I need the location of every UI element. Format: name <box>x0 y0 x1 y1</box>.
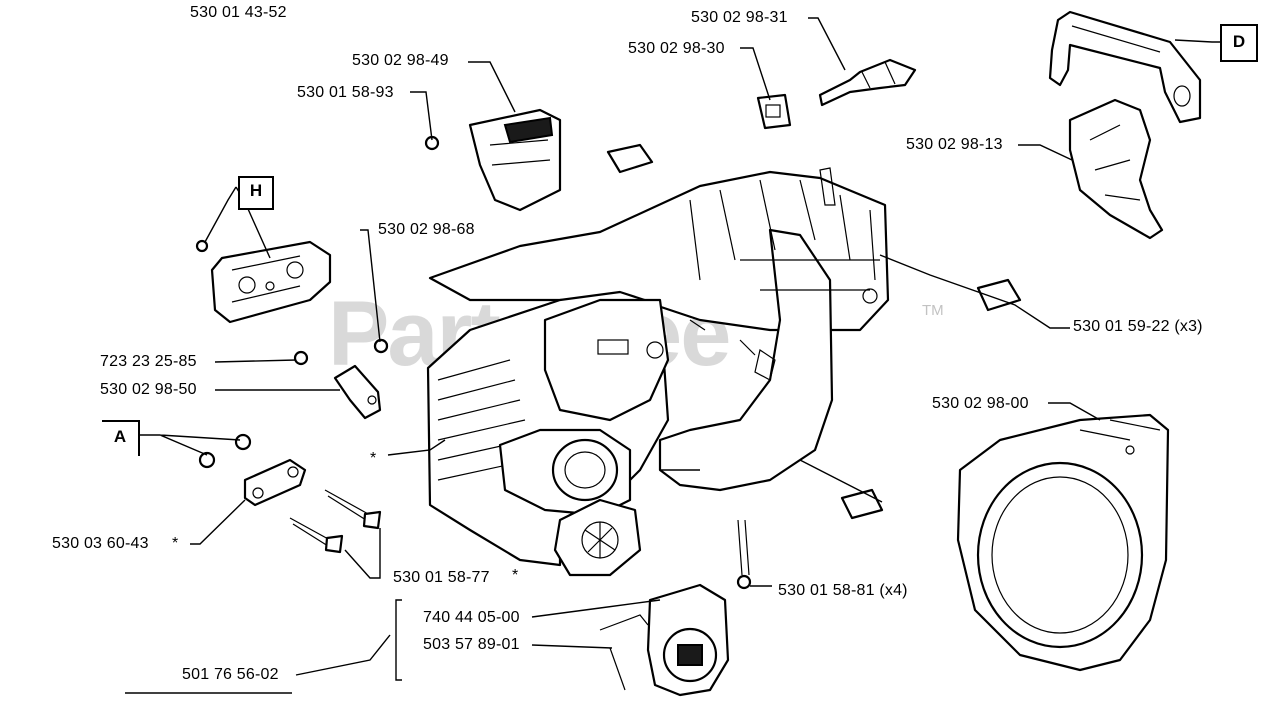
top-spring-clips-drawing <box>606 143 1022 520</box>
part-number-label: 530 02 98-13 <box>906 136 1003 153</box>
clip-drawing <box>756 93 792 130</box>
part-number-label: 740 44 05-00 <box>423 609 520 626</box>
guide-plate-13-drawing <box>1068 98 1164 240</box>
part-number-label: 530 02 98-30 <box>628 40 725 57</box>
chain-guide-plate-drawing <box>195 239 332 324</box>
lever-drawing <box>818 58 917 107</box>
asterisk: * <box>512 567 519 584</box>
leader-lines <box>125 17 1220 694</box>
bolt-81-drawing <box>736 519 752 590</box>
oil-pump-cover-drawing <box>424 108 562 212</box>
asterisk: * <box>370 450 377 467</box>
watermark-trademark: TM <box>922 302 944 319</box>
part-number-label: 503 57 89-01 <box>423 636 520 653</box>
filter-assembly-drawing <box>599 583 730 697</box>
part-number-label: 530 01 58-93 <box>297 84 394 101</box>
part-number-label: 530 02 98-31 <box>691 9 788 26</box>
callout-a: A <box>102 420 140 456</box>
part-number-label: 530 02 98-68 <box>378 221 475 238</box>
bracket-d-drawing <box>1048 10 1202 124</box>
callout-d: D <box>1220 24 1258 62</box>
plug-68-drawing <box>373 338 389 354</box>
callout-h: H <box>238 176 274 210</box>
small-bracket-drawing <box>293 338 389 420</box>
part-number-label: 530 01 59-22 (x3) <box>1073 318 1203 335</box>
asterisk: * <box>172 535 179 552</box>
starter-housing-drawing <box>956 413 1170 672</box>
part-number-label: 530 03 60-43 <box>52 535 149 552</box>
part-number-label: 530 02 98-49 <box>352 52 449 69</box>
part-number-label: 530 02 98-00 <box>932 395 1029 412</box>
chain-tensioner-drawing <box>198 433 382 554</box>
part-number-label: 530 01 58-81 (x4) <box>778 582 908 599</box>
part-number-label: 723 23 25-85 <box>100 353 197 370</box>
part-number-label: 530 02 98-50 <box>100 381 197 398</box>
part-number-label: 530 01 58-77 <box>393 569 490 586</box>
main-housing-drawing <box>426 167 890 577</box>
part-number-top-left: 530 01 43-52 <box>190 4 287 21</box>
part-number-label: 501 76 56-02 <box>182 666 279 683</box>
